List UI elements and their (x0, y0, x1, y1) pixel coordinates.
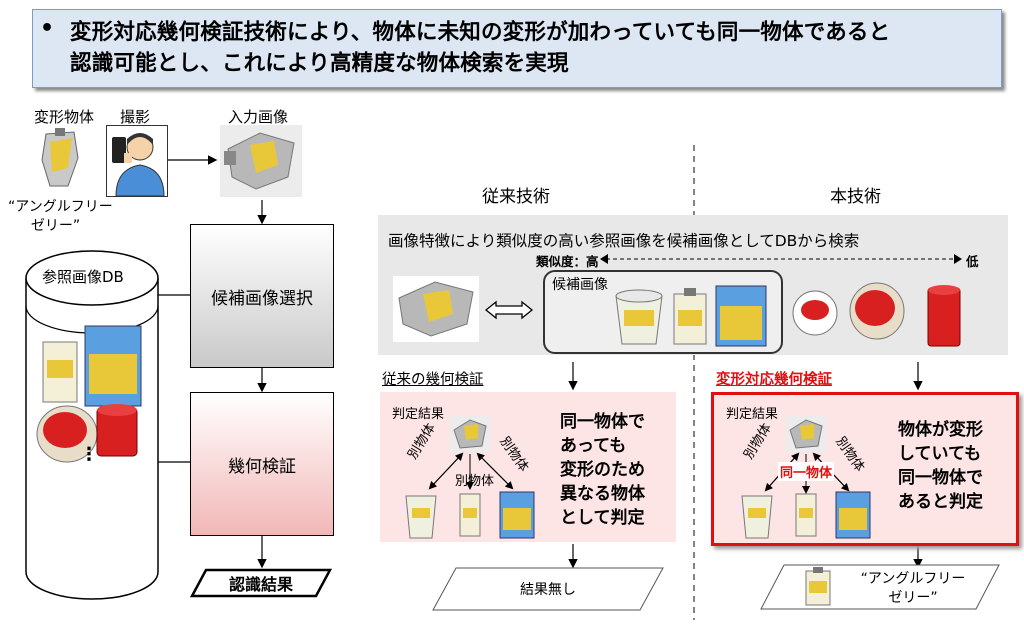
conventional-message-line-3: 変形のため (560, 460, 645, 480)
object-name-line-1: “アングルフリー (8, 199, 113, 215)
proposed-result-label: “アングルフリー ゼリー” (838, 570, 988, 608)
conventional-message-line-4: 異なる物体 (560, 484, 645, 504)
db-label: 参照画像DB (42, 268, 124, 286)
headline-line-2: 認識可能とし、これにより高精度な物体検索を実現 (70, 51, 569, 76)
proposed-judgement-diagram (741, 416, 871, 539)
photographer-illustration (106, 125, 168, 197)
similarity-high-label: 類似度：高 (536, 254, 599, 269)
input-image-label: 入力画像 (228, 108, 289, 126)
object-name-caption: “アングルフリー ゼリー” (8, 198, 113, 236)
conventional-message-line-2: あっても (560, 436, 627, 456)
compare-double-arrow (484, 300, 534, 320)
similarity-scale-arrow (600, 254, 962, 264)
conventional-judgement-diagram (405, 416, 535, 539)
proposed-message-line-1: 物体が変形 (898, 420, 983, 440)
search-description: 画像特徴により類似度の高い参照画像を候補画像としてDBから検索 (388, 232, 860, 250)
headline-line-1: 変形対応幾何検証技術により、物体に未知の変形が加わっていても同一物体であると (70, 20, 891, 45)
proposed-same-object-label: 同一物体 (778, 462, 835, 481)
candidate-red-cup-image (849, 282, 905, 340)
headline-bullet: • (40, 16, 55, 41)
recognition-result-label: 認識結果 (228, 575, 293, 594)
conventional-different-mid: 別物体 (455, 474, 495, 489)
candidate-pouch-image (673, 288, 707, 345)
conventional-message: 同一物体で あっても 変形のため 異なる物体 として判定 (560, 410, 645, 530)
candidate-selection-step: 候補画像選択 (190, 224, 334, 368)
proposed-judge-label: 判定結果 (726, 407, 779, 422)
conventional-message-line-5: として判定 (560, 508, 645, 528)
proposed-message-line-4: あると判定 (898, 492, 983, 512)
geometric-verification-step: 幾何検証 (190, 392, 334, 536)
conventional-result-shape (432, 567, 664, 611)
candidate-snack-bag-image (715, 285, 767, 347)
headline-banner (32, 9, 1002, 88)
candidate-white-cup-image (792, 290, 838, 336)
conventional-result-label: 結果無し (520, 582, 576, 598)
proposed-verification-title: 変形対応幾何検証 (716, 372, 832, 388)
proposed-result-line-1: “アングルフリー (860, 571, 966, 587)
candidate-cup-image (615, 289, 663, 345)
proposed-column-title: 本技術 (830, 187, 881, 207)
geometric-verification-label: 幾何検証 (228, 456, 296, 477)
proposed-result-line-2: ゼリー” (888, 590, 938, 606)
input-image-thumbnail (220, 125, 302, 197)
reference-db-cylinder (25, 250, 159, 600)
deformed-object-label: 変形物体 (34, 108, 95, 126)
conventional-column-title: 従来技術 (482, 187, 550, 207)
conventional-judge-label: 判定結果 (392, 407, 445, 422)
object-name-line-2: ゼリー” (30, 218, 81, 234)
db-ellipsis: ⋮ (80, 444, 98, 465)
proposed-message-line-3: 同一物体で (898, 468, 983, 488)
capture-label: 撮影 (120, 108, 151, 126)
recognition-result-shape (190, 568, 332, 598)
deformed-pouch-image (41, 128, 79, 187)
proposed-result-pouch-image (805, 567, 831, 606)
similarity-low-label: 低 (966, 254, 979, 269)
proposed-message-line-2: していても (898, 444, 982, 464)
candidate-selection-label: 候補画像選択 (211, 288, 313, 309)
conventional-message-line-1: 同一物体で (560, 412, 645, 432)
candidate-red-can-image (927, 285, 961, 347)
query-image-thumbnail (393, 276, 479, 342)
candidate-images-label: 候補画像 (552, 277, 608, 293)
proposed-message: 物体が変形 していても 同一物体で あると判定 (898, 418, 983, 514)
conventional-verification-title: 従来の幾何検証 (382, 372, 484, 388)
